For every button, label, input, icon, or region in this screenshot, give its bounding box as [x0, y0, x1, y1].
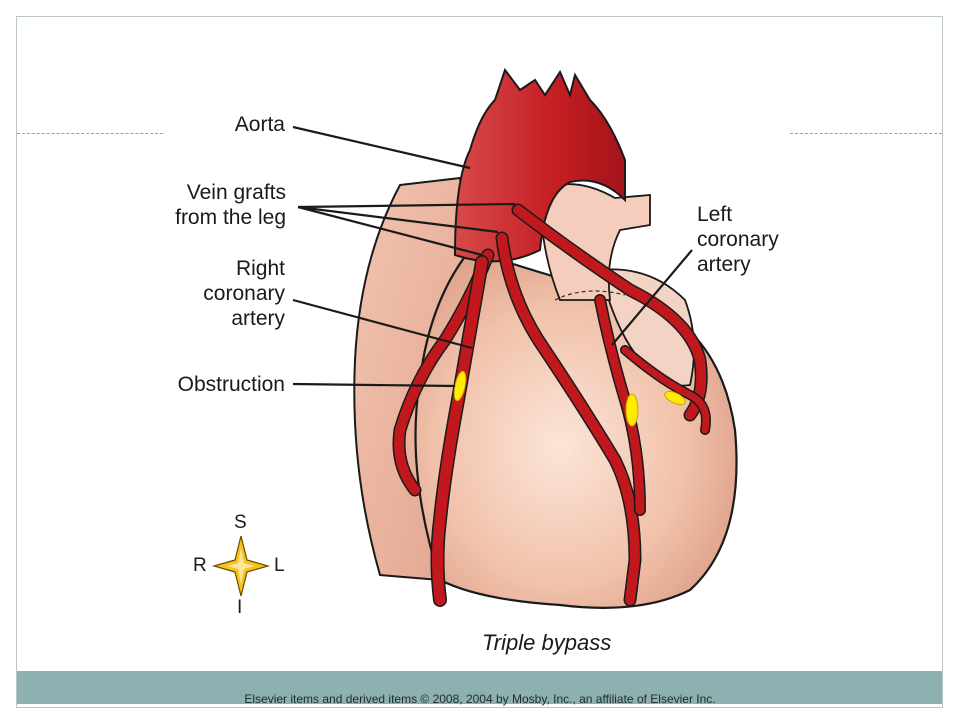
figure-caption: Triple bypass	[482, 630, 612, 655]
label-vein-grafts-line1: Vein grafts	[186, 181, 286, 204]
title-divider-left	[17, 133, 163, 134]
label-obstruction: Obstruction	[177, 373, 285, 396]
copyright-notice: Elsevier items and derived items © 2008,…	[244, 692, 716, 706]
compass-superior: S	[234, 512, 247, 533]
footer-band	[17, 671, 942, 704]
vein-graft-leader-3	[297, 205, 483, 257]
heart-groove	[554, 290, 626, 301]
label-right-coronary-line3: artery	[231, 307, 285, 330]
label-right-coronary-line2: coronary	[203, 282, 285, 305]
obstruction-marker-1	[453, 370, 467, 402]
vein-graft-leader-2	[297, 205, 499, 234]
aorta-leader	[292, 125, 471, 170]
label-left-coronary-line2: coronary	[697, 228, 779, 251]
label-left-coronary-line1: Left	[697, 203, 733, 226]
pulmonary-trunk	[539, 183, 651, 301]
label-aorta: Aorta	[234, 113, 285, 136]
label-right-coronary-artery: Right coronary artery	[150, 256, 285, 331]
obstruction-leader	[292, 382, 456, 388]
aorta	[453, 67, 626, 263]
right-coronary-leader	[292, 298, 473, 350]
left-coronary-leader	[611, 249, 693, 346]
title-divider-right	[790, 133, 942, 134]
label-left-coronary-line3: artery	[697, 253, 751, 276]
label-vein-grafts-line2: from the leg	[175, 206, 286, 229]
compass-inferior: I	[237, 597, 243, 618]
compass-star-icon	[211, 535, 271, 597]
obstruction-marker-2	[625, 393, 639, 427]
label-left-coronary-artery: Left coronary artery	[697, 202, 817, 277]
label-vein-grafts: Vein grafts from the leg	[140, 180, 286, 230]
compass-left: L	[274, 555, 285, 576]
vein-graft-leader-1	[297, 202, 516, 209]
obstruction-marker-3	[664, 391, 686, 405]
label-right-coronary-line1: Right	[235, 257, 285, 280]
compass-right: R	[193, 555, 207, 576]
